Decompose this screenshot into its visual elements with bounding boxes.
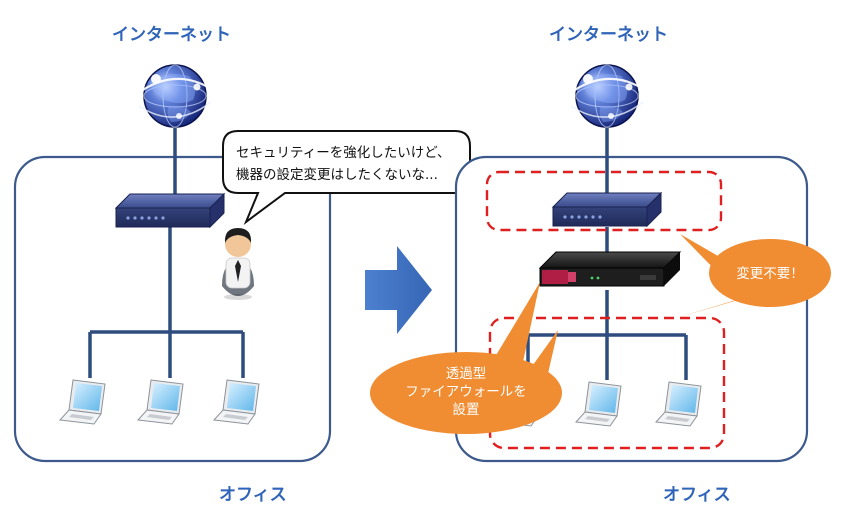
- arrow-right-icon: [365, 246, 432, 334]
- speech-line-2: 機器の設定変更はしたくないな...: [236, 166, 438, 183]
- left-network-cables: [88, 128, 245, 378]
- install-text-line-1: 透過型: [446, 366, 487, 382]
- install-firewall-callout: [370, 282, 562, 434]
- thought-speech-bubble: [222, 130, 471, 225]
- person-icon: [222, 228, 254, 300]
- right-internet-label: インターネット: [549, 25, 668, 45]
- right-office-label: オフィス: [663, 485, 731, 505]
- no-change-callout: [676, 234, 831, 318]
- no-change-text: 変更不要！: [736, 265, 804, 282]
- install-text-line-3: 設置: [453, 402, 480, 418]
- speech-line-1: セキュリティーを強化したいけど、: [236, 145, 451, 161]
- router-highlight-dashed: [485, 170, 723, 232]
- right-router-icon: [552, 192, 662, 227]
- install-text-line-2: ファイアウォールを: [405, 384, 527, 400]
- left-internet-label: インターネット: [112, 25, 231, 45]
- left-router-icon: [115, 193, 225, 228]
- firewall-icon: [538, 251, 682, 287]
- left-globe-icon: [135, 63, 215, 129]
- right-globe-icon: [567, 63, 647, 129]
- left-office-label: オフィス: [219, 485, 287, 505]
